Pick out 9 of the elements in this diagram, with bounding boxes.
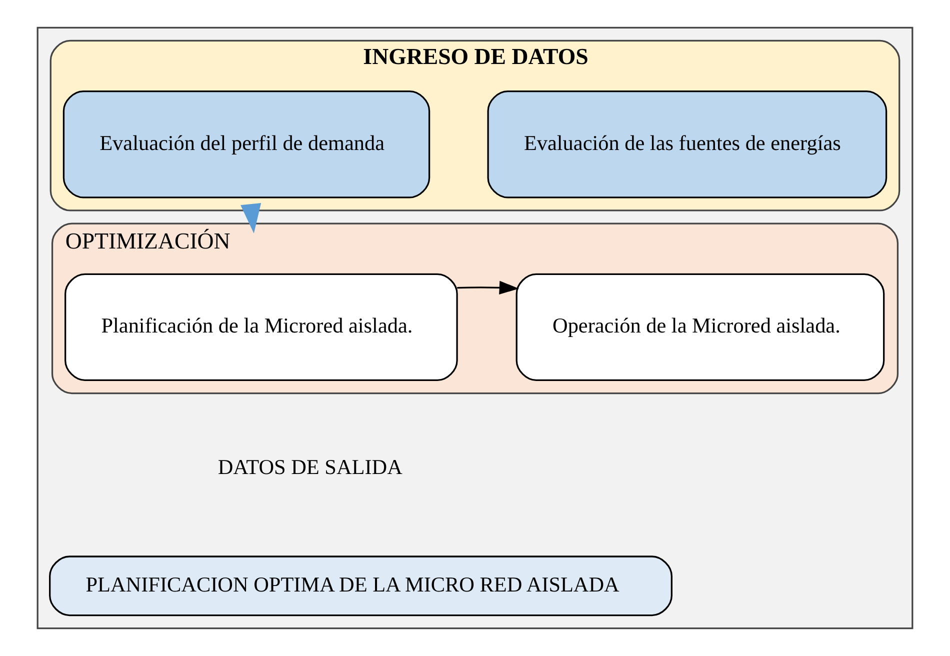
- node-box: PLANIFICACION OPTIMA DE LA MICRO RED AISLADA: [49, 556, 672, 616]
- arrow: [240, 202, 262, 234]
- node-box: Operación de la Microred aislada.: [516, 273, 885, 382]
- label: DATOS DE SALIDA: [218, 454, 402, 479]
- node-box: Evaluación de las fuentes de energías: [487, 90, 888, 198]
- cluster: [36, 26, 914, 630]
- arrow: [457, 280, 519, 295]
- node-box: Evaluación del perfil de demanda: [62, 90, 430, 198]
- node-box: Planificación de la Microred aislada.: [64, 273, 458, 382]
